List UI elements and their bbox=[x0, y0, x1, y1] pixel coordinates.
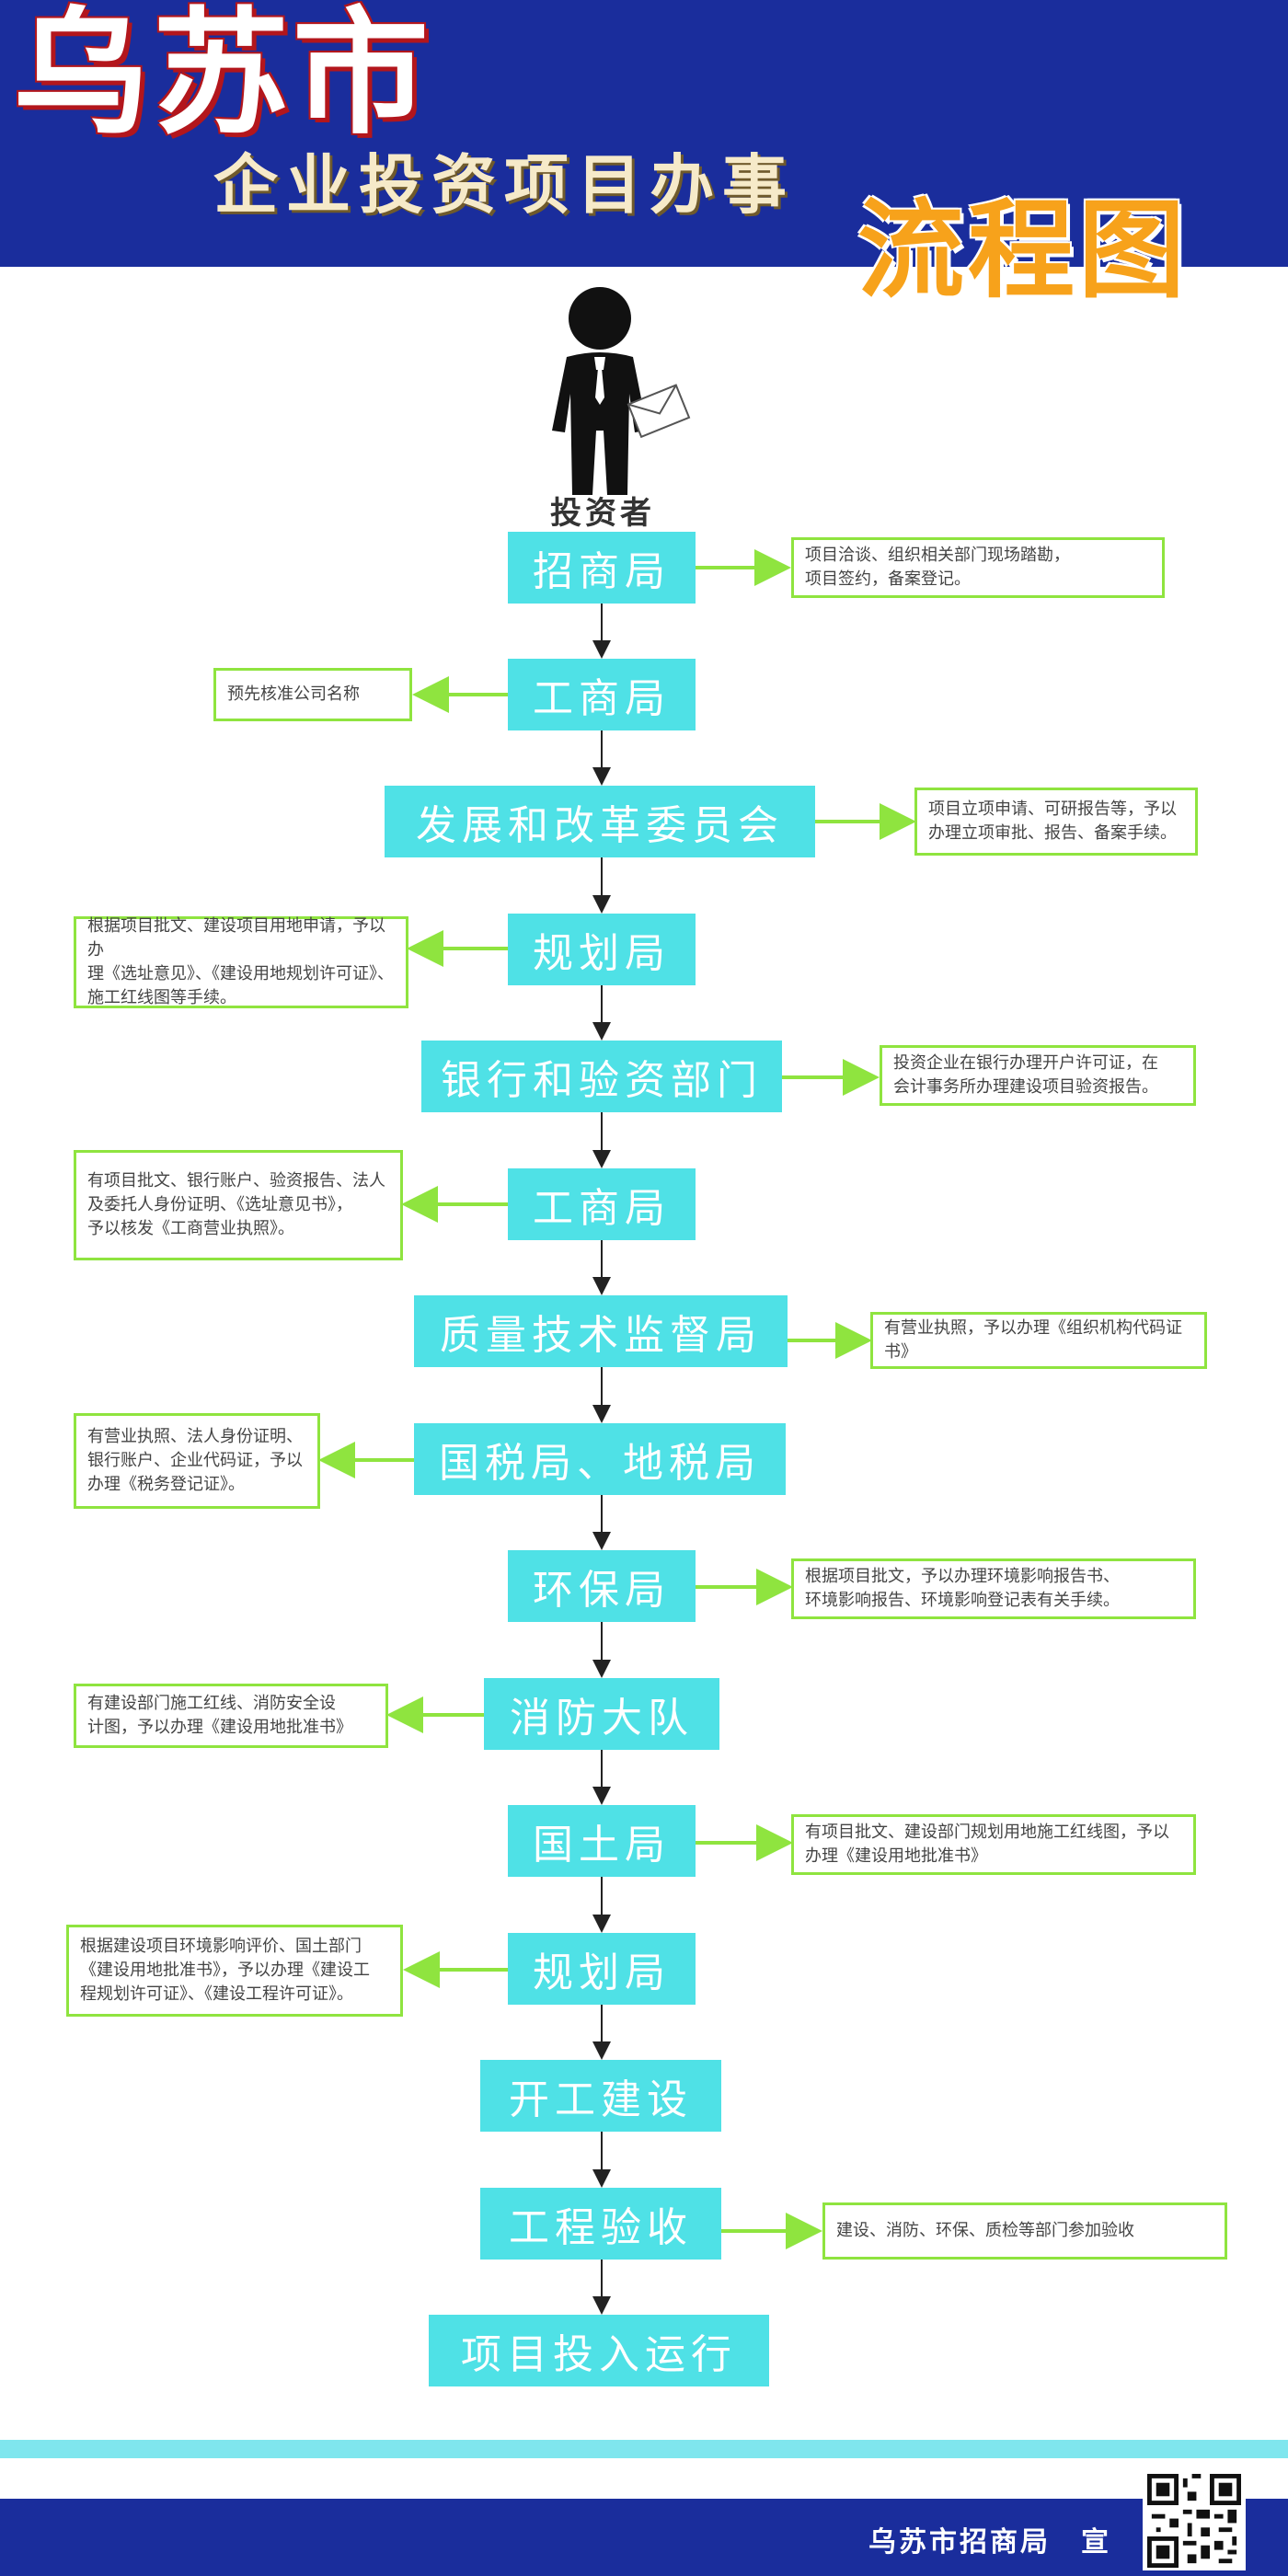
note-tax-registration: 有营业执照、法人身份证明、银行账户、企业代码证，予以办理《税务登记证》。 bbox=[74, 1413, 320, 1509]
subtitle: 企业投资项目办事 bbox=[213, 147, 795, 223]
note-planning-permits: 根据建设项目环境影响评价、国土部门《建设用地批准书》，予以办理《建设工程规划许可… bbox=[66, 1925, 403, 2017]
note-fire-brigade: 有建设部门施工红线、消防安全设计图，予以办理《建设用地批准书》 bbox=[74, 1684, 388, 1748]
node-quality-supervision-bureau: 质量技术监督局 bbox=[414, 1295, 788, 1367]
note-land-resources: 有项目批文、建设部门规划用地施工红线图，予以办理《建设用地批准书》 bbox=[791, 1814, 1196, 1875]
node-planning-bureau-2: 规划局 bbox=[508, 1933, 696, 2005]
node-project-acceptance: 工程验收 bbox=[480, 2188, 721, 2260]
node-investment-bureau: 招商局 bbox=[508, 532, 696, 604]
flowchart-title: 流程图 bbox=[857, 189, 1189, 313]
node-project-operation: 项目投入运行 bbox=[429, 2315, 769, 2386]
note-acceptance: 建设、消防、环保、质检等部门参加验收 bbox=[822, 2202, 1227, 2260]
node-industry-commerce-bureau: 工商局 bbox=[508, 659, 696, 730]
note-industry-commerce-bureau: 预先核准公司名称 bbox=[213, 668, 412, 721]
node-planning-bureau: 规划局 bbox=[508, 914, 696, 985]
footer-cyan-band bbox=[0, 2440, 1288, 2458]
investor-label: 投资者 bbox=[550, 495, 655, 532]
city-title: 乌苏市 bbox=[13, 0, 432, 153]
node-land-resources-bureau: 国土局 bbox=[508, 1805, 696, 1877]
header-banner bbox=[0, 0, 1288, 267]
qr-code-icon bbox=[1143, 2471, 1246, 2570]
node-environmental-bureau: 环保局 bbox=[508, 1550, 696, 1622]
node-development-reform-commission: 发展和改革委员会 bbox=[385, 786, 815, 857]
node-start-construction: 开工建设 bbox=[480, 2060, 721, 2132]
note-planning-bureau: 根据项目批文、建设项目用地申请，予以办理《选址意见》、《建设用地规划许可证》、施… bbox=[74, 916, 408, 1008]
note-development-reform: 项目立项申请、可研报告等，予以办理立项审批、报告、备案手续。 bbox=[914, 788, 1198, 856]
footer-banner bbox=[0, 2499, 1288, 2576]
node-fire-brigade: 消防大队 bbox=[484, 1678, 719, 1750]
node-tax-bureaus: 国税局、地税局 bbox=[414, 1423, 786, 1495]
note-bank-verification: 投资企业在银行办理开户许可证，在会计事务所办理建设项目验资报告。 bbox=[880, 1045, 1196, 1106]
note-investment-bureau: 项目洽谈、组织相关部门现场踏勘，项目签约，备案登记。 bbox=[791, 537, 1165, 598]
footer-publisher: 乌苏市招商局 宣 bbox=[868, 2526, 1111, 2559]
node-bank-capital-verification: 银行和验资部门 bbox=[421, 1041, 782, 1112]
note-environmental: 根据项目批文，予以办理环境影响报告书、环境影响报告、环境影响登记表有关手续。 bbox=[791, 1558, 1196, 1619]
investor-person-icon bbox=[552, 287, 691, 495]
node-industry-commerce-bureau-2: 工商局 bbox=[508, 1168, 696, 1240]
note-quality-supervision: 有营业执照，予以办理《组织机构代码证书》 bbox=[870, 1312, 1207, 1369]
note-business-license: 有项目批文、银行账户、验资报告、法人及委托人身份证明、《选址意见书》，予以核发《… bbox=[74, 1150, 403, 1260]
